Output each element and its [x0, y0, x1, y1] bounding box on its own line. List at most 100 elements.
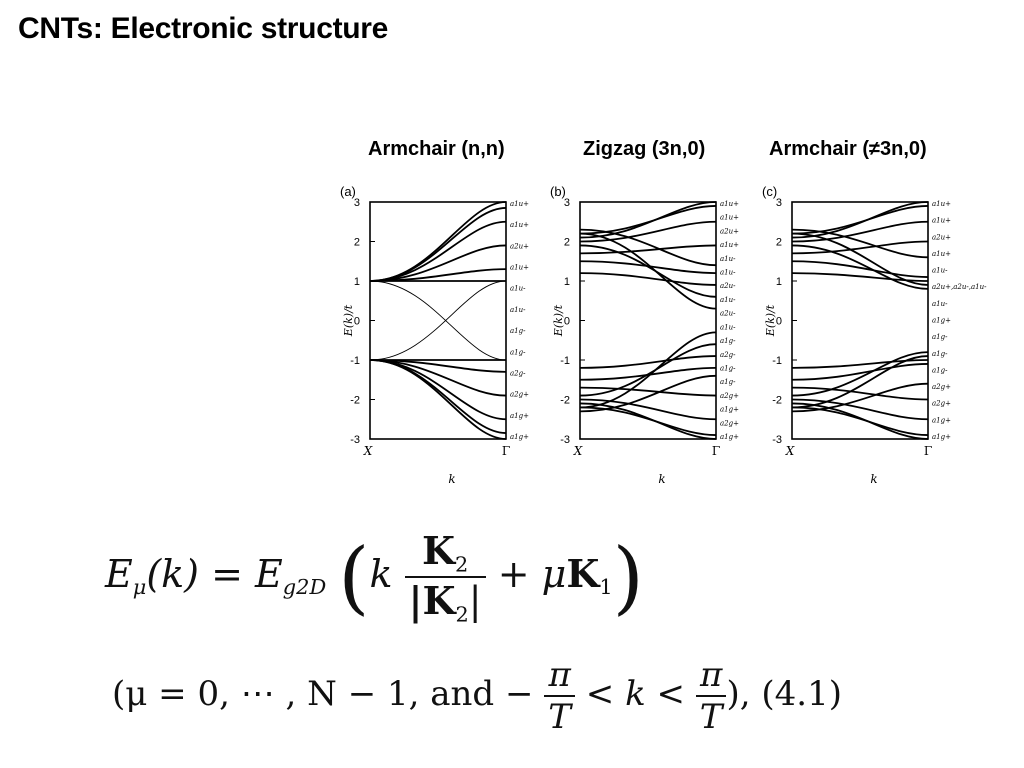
energy-band [791, 355, 929, 409]
y-tick-label: 3 [564, 197, 570, 209]
y-tick-label: 0 [564, 316, 570, 328]
energy-band [791, 386, 929, 401]
energy-band [369, 280, 507, 361]
y-tick-label: 0 [354, 316, 360, 328]
y-tick-label: -1 [350, 355, 360, 367]
energy-band [791, 272, 929, 282]
energy-band [791, 406, 929, 436]
eq2-mid: < k < [585, 674, 685, 714]
band-symmetry-label: a1g- [932, 366, 948, 374]
y-tick-label: -1 [560, 355, 570, 367]
band-symmetry-label: a1g- [932, 350, 948, 358]
eq1-denominator: |K2| [405, 578, 486, 626]
y-tick-label: -1 [772, 355, 782, 367]
x-tick-label: X [785, 444, 795, 458]
band-symmetry-label: a1g+ [510, 412, 529, 420]
eq1-den-close: | [468, 579, 482, 624]
plot-frame [369, 201, 507, 440]
band-symmetry-label: a2u+,a2u-,a1u- [932, 283, 987, 291]
energy-band [791, 205, 929, 235]
energy-band [791, 228, 929, 259]
y-tick-label: 2 [564, 237, 570, 249]
y-tick-label: 1 [776, 276, 782, 288]
band-symmetry-label: a1u- [720, 323, 736, 331]
eq1-numerator: K2 [404, 528, 486, 579]
eq1-num-sub: 2 [454, 552, 469, 577]
energy-band [791, 398, 929, 421]
y-tick-label: -3 [772, 434, 782, 446]
band-symmetry-label: a1g+ [720, 433, 739, 441]
band-symmetry-label: a2u- [720, 282, 736, 290]
eq2-fraction-1: π T [544, 655, 575, 737]
x-tick-label: Γ [502, 444, 510, 458]
x-tick-label: X [363, 444, 373, 458]
y-axis-label: E(k)/t [552, 304, 565, 337]
band-symmetry-label: a1g- [720, 378, 736, 386]
x-axis-label: k [448, 472, 455, 486]
band-symmetry-label: a1u+ [932, 217, 951, 225]
x-tick-label: Γ [712, 444, 720, 458]
eq1-rhs-e: E [255, 551, 283, 596]
range-equation: (μ = 0, ⋯ , N − 1, and − π T < k < π T )… [112, 655, 842, 737]
energy-band [579, 205, 717, 235]
energy-band [579, 398, 717, 421]
eq1-plus-mu: + μ [497, 551, 567, 596]
eq1-lhs-sub: μ [132, 575, 147, 600]
band-symmetry-label: a2g+ [720, 392, 739, 400]
x-tick-label: Γ [924, 444, 932, 458]
energy-band [579, 355, 717, 369]
band-symmetry-label: a1g+ [720, 406, 739, 414]
band-symmetry-label: a1u+ [510, 221, 529, 229]
band-symmetry-label: a1u- [720, 296, 736, 304]
eq1-close-paren: ) [612, 530, 644, 624]
band-symmetry-label: a2u+ [720, 227, 739, 235]
band-symmetry-label: a1g+ [510, 433, 529, 441]
energy-band [791, 382, 929, 413]
y-tick-label: 1 [564, 276, 570, 288]
x-tick-label: X [573, 444, 583, 458]
eq2-fraction-2: π T [695, 655, 727, 737]
page-title: CNTs: Electronic structure [18, 12, 389, 45]
y-tick-label: -2 [560, 395, 570, 407]
band-symmetry-label: a1u+ [720, 241, 739, 249]
panel-label: (c) [762, 184, 777, 199]
x-axis-label: k [658, 472, 665, 486]
energy-band [579, 232, 717, 310]
energy-band [579, 228, 717, 267]
energy-band [791, 232, 929, 286]
band-symmetry-label: a1u- [720, 269, 736, 277]
eq1-lhs-arg: (k) = [146, 551, 243, 596]
energy-band [791, 260, 929, 278]
energy-band [791, 220, 929, 243]
panel-label: (b) [550, 184, 566, 199]
band-symmetry-label: a2g+ [720, 419, 739, 427]
y-axis-label: E(k)/t [764, 304, 777, 337]
eq1-den-sub: 2 [455, 602, 469, 627]
y-tick-label: 3 [354, 197, 360, 209]
energy-band [579, 386, 717, 397]
band-symmetry-label: a1u- [510, 306, 526, 314]
plot-frame [579, 201, 717, 440]
caption-armchair: Armchair (n,n) [368, 138, 505, 160]
energy-band [579, 220, 717, 243]
panel-label: (a) [340, 184, 356, 199]
band-symmetry-label: a1u- [510, 285, 526, 293]
energy-band [791, 240, 929, 255]
band-symmetry-label: a2g+ [932, 383, 951, 391]
band-symmetry-label: a1g+ [932, 317, 951, 325]
y-axis-label: E(k)/t [342, 304, 355, 337]
band-symmetry-label: a2u+ [510, 242, 529, 250]
eq1-den-k: |K [408, 578, 456, 624]
energy-band [579, 272, 717, 286]
eq2-t-1: T [548, 697, 571, 737]
band-symmetry-label: a1g- [510, 348, 526, 356]
band-symmetry-label: a2u+ [932, 233, 951, 241]
band-symmetry-label: a1u+ [720, 200, 739, 208]
energy-band [579, 406, 717, 436]
energy-band [579, 260, 717, 274]
band-symmetry-label: a1u+ [510, 264, 529, 272]
eq2-pi-1: π [544, 655, 575, 697]
band-symmetry-label: a1g- [932, 333, 948, 341]
